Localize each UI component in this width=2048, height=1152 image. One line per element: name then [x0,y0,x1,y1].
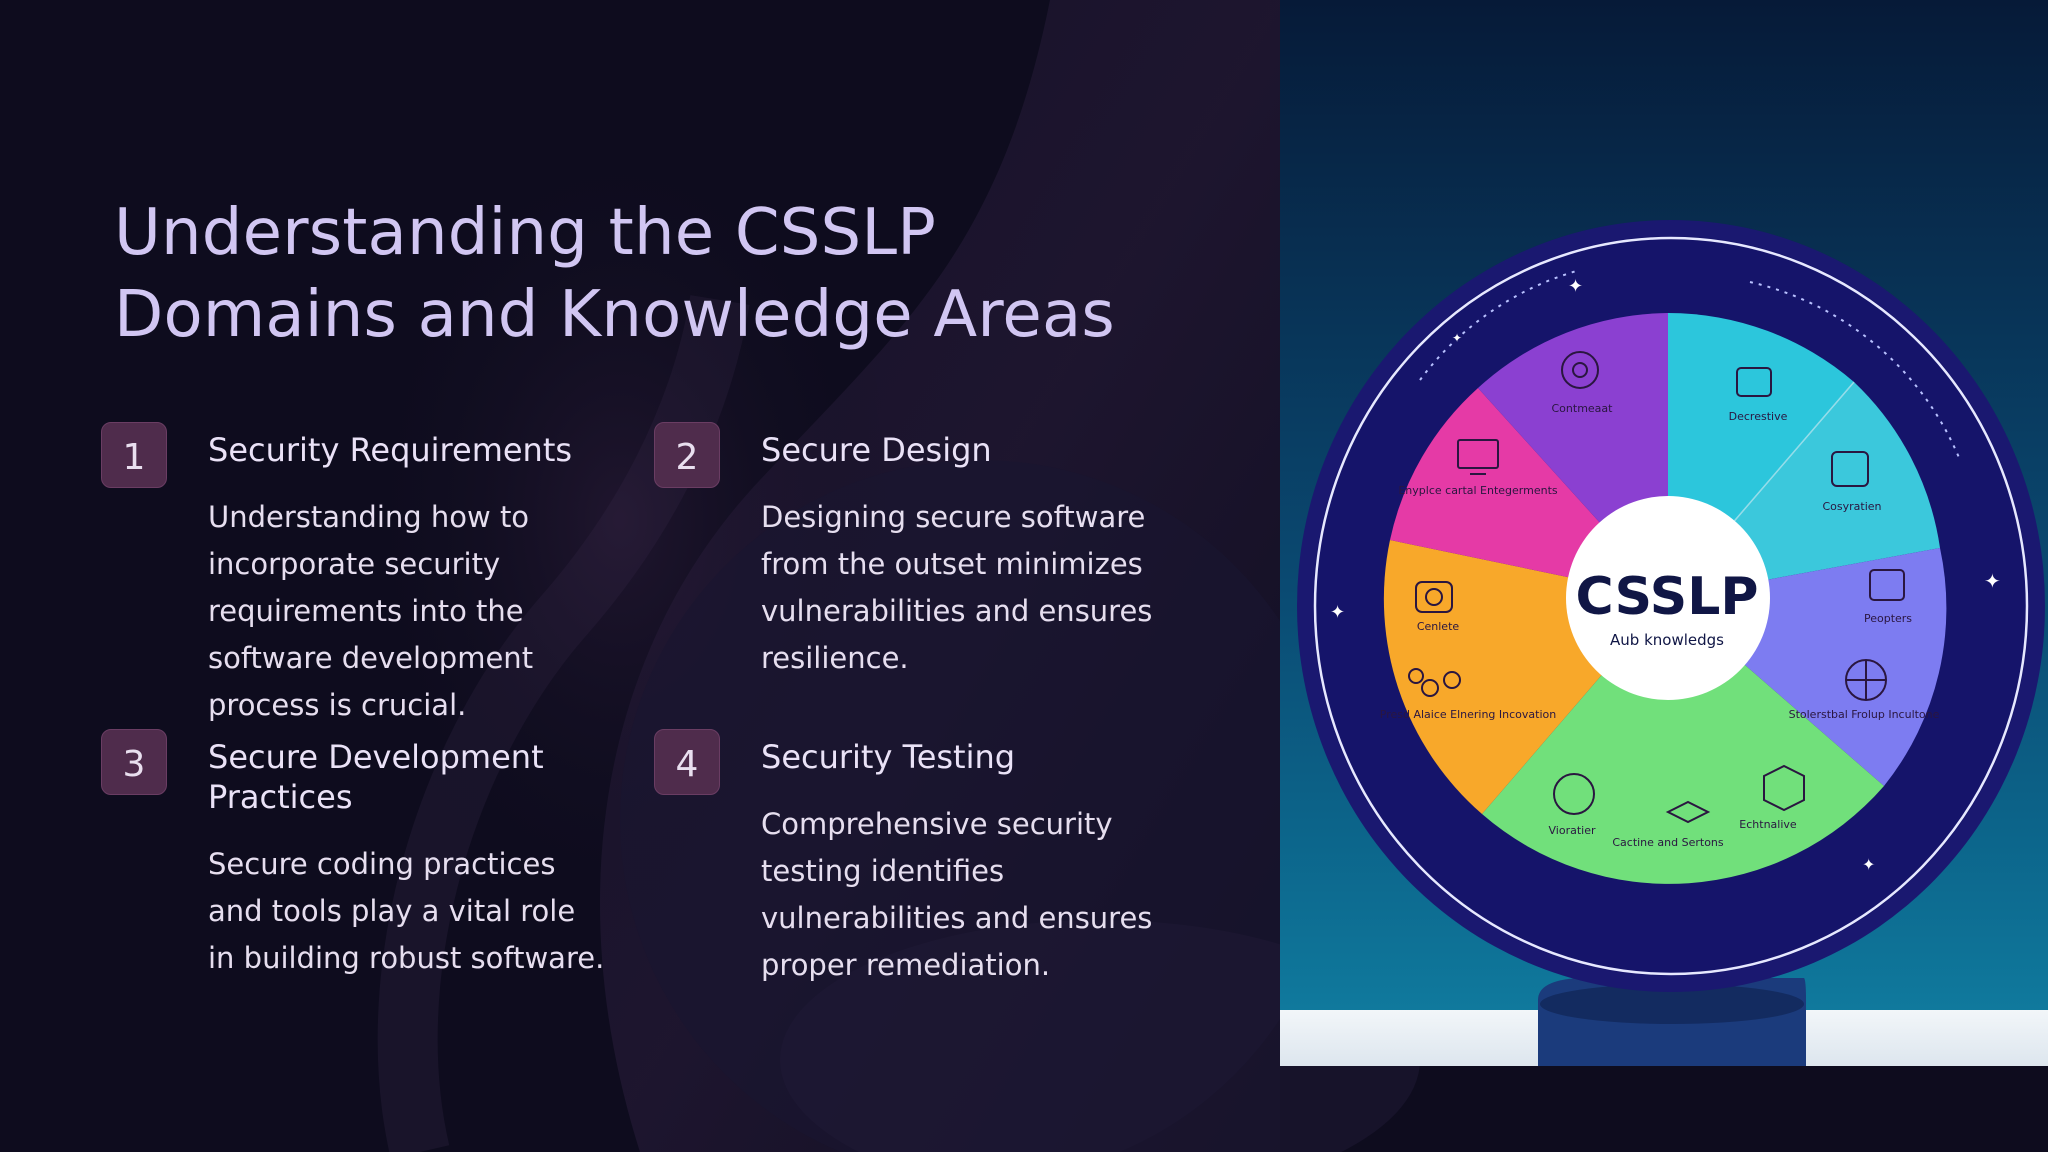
svg-text:✦: ✦ [1330,602,1345,623]
monitor-icon [1457,439,1499,469]
svg-text:✦: ✦ [1984,569,2001,593]
domain-description: Secure coding practices and tools play a… [208,847,605,975]
camera-icon [1415,581,1453,613]
team-icon [1421,679,1439,697]
segment-label: Contmeaat [1552,402,1614,415]
domain-number-badge: 2 [654,422,720,488]
segment-label: Stolerstbal Frolup Incultone [1789,708,1940,721]
wheel-center-title: CSSLP [1576,567,1759,627]
domain-number-badge: 4 [654,729,720,795]
layers-icon [1665,800,1711,824]
page-title-line-1: Understanding the CSSLP [114,196,937,270]
domain-number-badge: 1 [101,422,167,488]
domain-wheel [1383,313,1947,884]
svg-text:✦: ✦ [1862,855,1875,874]
domain-card-2: 2 Secure Design Designing secure softwar… [654,422,1152,682]
segment-label: Echtnalive [1739,818,1797,831]
segment-label: Enyplce cartal Entegerments [1398,484,1558,497]
svg-text:✦: ✦ [1452,331,1462,345]
csslp-illustration: ✦ ✦ ✦ ✦ ✦ CSSLP Aub knowledgs [1280,0,2048,1066]
svg-text:✦: ✦ [1568,276,1583,297]
lock-icon [1869,569,1905,601]
page-title-line-2: Domains and Knowledge Areas [114,278,1115,352]
segment-label: Presd Alaice Elnering Incovation [1380,708,1557,721]
wheel-center-subtitle: Aub knowledgs [1610,631,1724,649]
domain-description: Understanding how to incorporate securit… [208,500,534,722]
domain-card-1: 1 Security Requirements Understanding ho… [101,422,572,732]
globe-outline-icon [1553,773,1595,815]
domain-title: Security Requirements [208,431,573,469]
segment-label: Vioratier [1549,824,1596,837]
segment-label: Cenlete [1417,620,1460,633]
gear-icon [1561,351,1599,389]
segment-label: Cactine and Sertons [1612,836,1724,849]
package-icon [1763,764,1805,812]
segment-label: Peopters [1864,612,1912,625]
domain-title: Secure Development Practices [208,738,544,816]
database-icon [1736,367,1772,397]
domain-card-4: 4 Security Testing Comprehensive securit… [654,729,1152,989]
domain-number-badge: 3 [101,729,167,795]
segment-label: Decrestive [1729,410,1788,423]
folder-icon [1831,451,1869,487]
domain-title: Secure Design [761,431,992,469]
domain-description: Designing secure software from the outse… [761,500,1153,675]
segment-label: Cosyratien [1822,500,1881,513]
domain-title: Security Testing [761,738,1016,776]
domain-card-3: 3 Secure Development Practices Secure co… [101,729,604,989]
domain-description: Comprehensive security testing identifie… [761,807,1153,982]
page-title: Understanding the CSSLP Domains and Know… [114,192,1214,356]
